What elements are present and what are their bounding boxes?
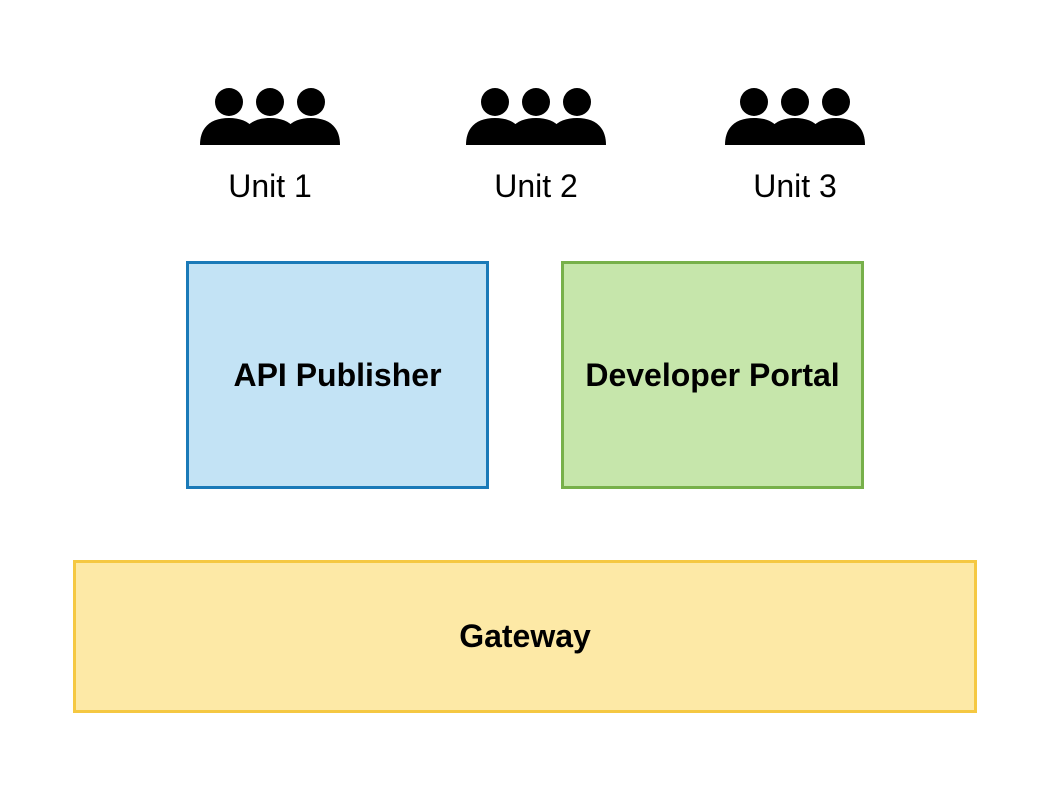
unit-label: Unit 3: [753, 168, 837, 204]
developer-portal-box[interactable]: Developer Portal: [561, 261, 864, 489]
group-icon: [725, 88, 865, 145]
unit-label: Unit 1: [228, 168, 312, 204]
group-icon: [466, 88, 606, 145]
unit-2: Unit 2: [456, 86, 616, 202]
api-publisher-label: API Publisher: [233, 356, 442, 393]
unit-3: Unit 3: [715, 86, 875, 202]
unit-label: Unit 2: [494, 168, 578, 204]
gateway-box[interactable]: Gateway: [73, 560, 977, 713]
api-publisher-box[interactable]: API Publisher: [186, 261, 489, 489]
developer-portal-label: Developer Portal: [585, 356, 840, 393]
group-icon: [200, 88, 340, 145]
unit-1: Unit 1: [190, 86, 350, 202]
gateway-label: Gateway: [459, 618, 591, 654]
